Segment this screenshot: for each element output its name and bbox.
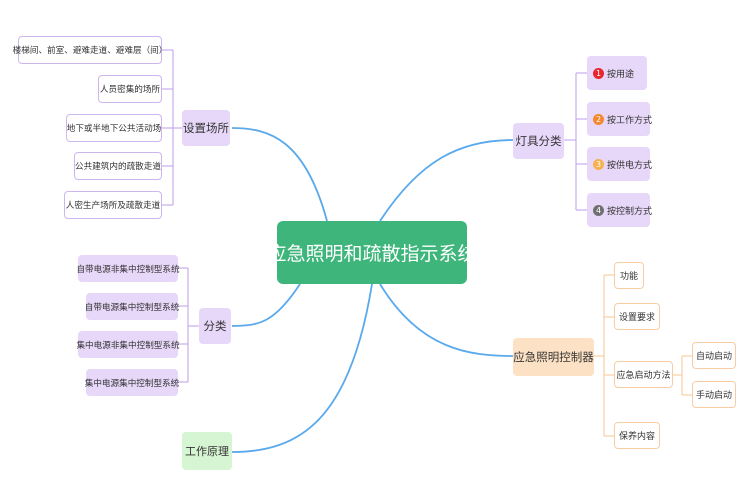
lamp-item-4[interactable]: 4 按控制方式	[587, 193, 653, 227]
category-item-1[interactable]: 自带电源非集中控制型系统	[76, 255, 180, 282]
number-badge-1: 1	[593, 67, 604, 79]
topic-emergency-controller[interactable]: 应急照明控制器	[513, 338, 594, 376]
link-center-principle	[231, 283, 373, 453]
link-center-categories	[231, 283, 301, 327]
central-topic[interactable]: 应急照明和疏散指示系统	[268, 221, 477, 284]
lamp-item-2[interactable]: 2 按工作方式	[587, 102, 653, 136]
category-item-3[interactable]: 集中电源非集中控制型系统	[76, 331, 180, 358]
topic-lamp-classification[interactable]: 灯具分类	[513, 123, 564, 159]
lamp-item-1[interactable]: 1 按用途	[587, 56, 647, 90]
controller-item-function[interactable]: 功能	[614, 262, 644, 289]
number-badge-2: 2	[593, 113, 604, 125]
lamp-item-label: 按控制方式	[607, 206, 653, 217]
location-item-3[interactable]: 地下或半地下公共活动场	[66, 114, 162, 142]
lamp-item-label: 按用途	[607, 69, 635, 80]
topic-locations[interactable]: 设置场所	[182, 110, 230, 146]
location-item-2[interactable]: 人员密集的场所	[98, 75, 162, 103]
lamp-item-label: 按工作方式	[607, 115, 653, 126]
startup-manual[interactable]: 手动启动	[692, 381, 736, 408]
location-item-1[interactable]: 楼梯间、前室、避难走道、避难层（间）	[13, 36, 167, 64]
number-badge-4: 4	[593, 204, 604, 216]
topic-working-principle[interactable]: 工作原理	[182, 432, 232, 470]
controller-item-startup-methods[interactable]: 应急启动方法	[614, 361, 673, 388]
location-item-5[interactable]: 人密生产场所及疏散走道	[64, 191, 162, 219]
link-center-controller	[379, 283, 514, 357]
link-center-locations	[231, 127, 328, 222]
controller-item-requirements[interactable]: 设置要求	[614, 303, 660, 330]
lamp-item-3[interactable]: 3 按供电方式	[587, 147, 653, 181]
category-item-2[interactable]: 自带电源集中控制型系统	[85, 293, 179, 320]
lamp-item-label: 按供电方式	[607, 160, 653, 171]
location-item-4[interactable]: 公共建筑内的疏散走道	[74, 152, 162, 180]
number-badge-3: 3	[593, 158, 604, 170]
startup-auto[interactable]: 自动启动	[692, 342, 736, 369]
link-center-lamps	[379, 139, 514, 222]
controller-item-maintenance[interactable]: 保养内容	[614, 422, 660, 449]
topic-categories[interactable]: 分类	[199, 308, 231, 344]
category-item-4[interactable]: 集中电源集中控制型系统	[85, 369, 179, 396]
